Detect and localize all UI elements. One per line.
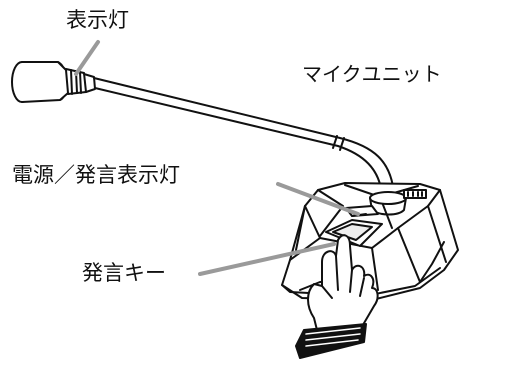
leader-line-indicator — [74, 40, 100, 76]
label-power-speak-indicator: 電源／発言表示灯 — [12, 163, 180, 187]
leader-line-speak-key — [198, 242, 336, 276]
leader-line-power-speak-indicator — [276, 182, 360, 216]
label-indicator-light: 表示灯 — [66, 8, 129, 32]
pressing-hand — [295, 234, 379, 359]
microphone-head — [11, 61, 96, 103]
label-mic-unit: マイクユニット — [302, 62, 442, 86]
label-speak-key: 発言キー — [82, 261, 166, 285]
